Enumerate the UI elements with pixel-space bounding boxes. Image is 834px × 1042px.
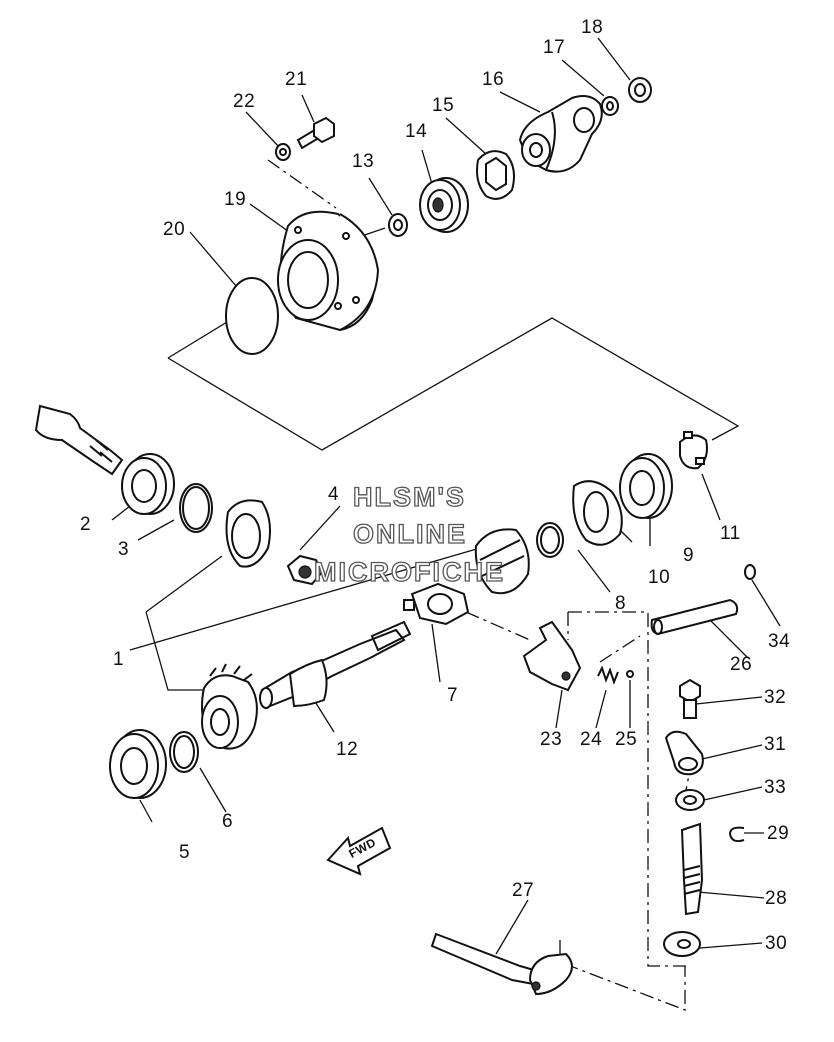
watermark-line-3: MICROFICHE: [313, 557, 505, 587]
callout-33: 33: [764, 777, 787, 798]
callout-5: 5: [179, 842, 191, 863]
callout-21: 21: [285, 69, 308, 90]
callout-15: 15: [432, 95, 455, 116]
callout-23: 23: [540, 729, 563, 750]
callout-13: 13: [352, 151, 375, 172]
callout-20: 20: [163, 219, 186, 240]
callout-4: 4: [328, 484, 340, 505]
callout-25: 25: [615, 729, 638, 750]
callout-16: 16: [482, 69, 505, 90]
part-8-shim: [536, 522, 564, 558]
watermark-line-1: HLSM'S: [352, 482, 466, 512]
part-22-washer: [275, 143, 291, 161]
callout-34: 34: [768, 631, 791, 652]
callout-10: 10: [648, 567, 671, 588]
callout-24: 24: [580, 729, 603, 750]
part-14-bearing: [419, 177, 469, 233]
callout-26: 26: [730, 654, 753, 675]
callout-19: 19: [224, 189, 247, 210]
callout-30: 30: [765, 933, 788, 954]
part-29-circlip: [728, 826, 745, 843]
part-30-washer: [663, 931, 701, 957]
part-34-oring: [744, 564, 756, 580]
part-13-washer: [388, 213, 408, 237]
part-3-shim: [179, 483, 213, 533]
fwd-arrow-icon: [326, 826, 392, 876]
part-28-shift-shaft: [680, 822, 704, 916]
part-7-dog-clutch: [403, 582, 470, 626]
part-17-washer: [601, 96, 619, 116]
watermark-line-2: ONLINE: [352, 519, 468, 549]
callout-12: 12: [336, 739, 359, 760]
part-20-gasket: [225, 277, 279, 355]
callout-28: 28: [765, 888, 788, 909]
part-11-retainer: [679, 431, 708, 470]
callout-32: 32: [764, 687, 787, 708]
part-27-shift-link: [430, 932, 573, 996]
callout-9: 9: [683, 545, 695, 566]
part-4-nut: [286, 554, 324, 586]
callout-6: 6: [222, 811, 234, 832]
callout-8: 8: [615, 593, 627, 614]
part-32-bolt: [679, 678, 701, 719]
part-1-forward-gear: [474, 528, 530, 595]
part-16-yoke: [518, 95, 603, 173]
part-6-shim: [169, 731, 199, 773]
propeller-shaft-end: [34, 404, 124, 476]
callout-1: 1: [113, 649, 125, 670]
part-26-shift-rod: [650, 598, 739, 636]
callout-11: 11: [720, 523, 741, 544]
part-15-hex-nut: [476, 150, 515, 200]
part-25-ball: [626, 670, 634, 678]
part-1-bearing-race: [225, 499, 271, 568]
part-2-bearing: [121, 453, 175, 515]
callout-leaders: [111, 37, 781, 955]
part-21-bolt: [296, 116, 335, 150]
callout-27: 27: [512, 880, 535, 901]
part-12-propeller-shaft: [259, 620, 412, 709]
callout-31: 31: [764, 734, 787, 755]
callout-22: 22: [233, 91, 256, 112]
callout-29: 29: [767, 823, 790, 844]
part-1-reverse-gear: [201, 663, 258, 750]
callout-18: 18: [581, 17, 604, 38]
part-33-grommet: [675, 789, 705, 811]
part-10-bearing-housing: [572, 480, 623, 546]
part-9-bearing: [619, 453, 673, 519]
callout-3: 3: [118, 539, 130, 560]
part-19-housing: [277, 210, 380, 332]
part-23-shift-cam: [522, 620, 582, 692]
callout-17: 17: [543, 37, 566, 58]
part-24-spring: [597, 665, 619, 685]
callout-14: 14: [405, 121, 428, 142]
part-5-bearing: [109, 729, 167, 799]
callout-7: 7: [447, 685, 459, 706]
leader-lines: [129, 159, 740, 1011]
part-18-nut: [628, 77, 652, 103]
callout-2: 2: [80, 514, 92, 535]
part-31-lever: [664, 730, 704, 776]
